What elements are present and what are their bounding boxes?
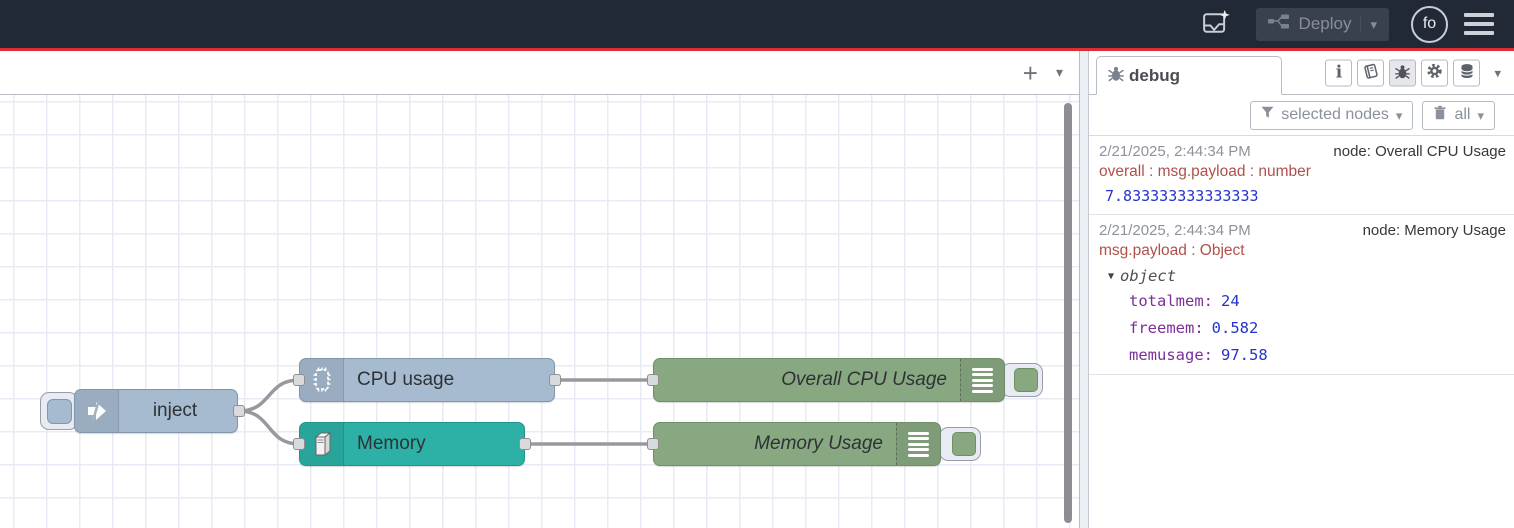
sidebar-tab-context-button[interactable] bbox=[1453, 59, 1481, 86]
node-inject[interactable]: inject bbox=[74, 389, 238, 433]
node-label: Memory Usage bbox=[754, 433, 883, 454]
inject-arrow-icon bbox=[75, 390, 119, 432]
node-memory[interactable]: Memory bbox=[299, 422, 525, 466]
deploy-divider bbox=[1360, 15, 1362, 33]
header-accent-line bbox=[0, 48, 1514, 51]
debug-message[interactable]: 2/21/2025, 2:44:34 PM node: Overall CPU … bbox=[1089, 136, 1514, 215]
cpu-chip-icon bbox=[300, 359, 344, 401]
sidebar-tab-config-button[interactable] bbox=[1421, 59, 1449, 86]
debug-message-list: 2/21/2025, 2:44:34 PM node: Overall CPU … bbox=[1089, 136, 1514, 528]
entry-key: memusage: bbox=[1129, 345, 1213, 364]
message-timestamp: 2/21/2025, 2:44:34 PM bbox=[1099, 222, 1251, 239]
debug-toolbar: selected nodes ▾ all ▾ bbox=[1089, 95, 1514, 136]
tree-caret-icon: ▼ bbox=[1108, 270, 1115, 282]
wire-inject-to-cpu[interactable] bbox=[237, 378, 301, 413]
debug-list-icon bbox=[960, 359, 1004, 401]
database-icon bbox=[1459, 63, 1475, 83]
add-flow-button[interactable]: + bbox=[1022, 57, 1038, 88]
object-entry: totalmem: 24 bbox=[1099, 287, 1508, 314]
info-icon: i bbox=[1335, 62, 1343, 83]
inject-run-button[interactable] bbox=[40, 392, 78, 430]
sidebar-tabs-chevron-down-icon[interactable]: ▾ bbox=[1494, 65, 1501, 80]
wires-layer bbox=[237, 378, 655, 446]
deploy-button[interactable]: Deploy ▾ bbox=[1255, 7, 1389, 41]
deploy-chevron-down-icon[interactable]: ▾ bbox=[1370, 16, 1377, 32]
message-timestamp: 2/21/2025, 2:44:34 PM bbox=[1099, 143, 1251, 160]
debug-toggle-face bbox=[1014, 368, 1038, 392]
sidebar-splitter[interactable] bbox=[1080, 51, 1089, 528]
main-area: + ▾ inject bbox=[0, 51, 1514, 528]
memory-tower-icon bbox=[300, 423, 344, 465]
chevron-down-icon: ▾ bbox=[1477, 107, 1484, 123]
main-menu-icon[interactable] bbox=[1462, 9, 1496, 39]
entry-value: 97.58 bbox=[1221, 345, 1268, 364]
deploy-label: Deploy bbox=[1298, 14, 1352, 33]
cpu-input-port[interactable] bbox=[293, 374, 305, 386]
inject-run-button-face bbox=[46, 398, 72, 424]
message-node-name: node: Memory Usage bbox=[1362, 222, 1506, 239]
book-icon bbox=[1362, 63, 1379, 82]
debug-enable-toggle[interactable] bbox=[1001, 363, 1043, 397]
node-label: Overall CPU Usage bbox=[781, 369, 947, 390]
filter-icon bbox=[1261, 106, 1274, 124]
node-debug-memory-usage[interactable]: Memory Usage bbox=[653, 422, 941, 466]
node-cpu-usage[interactable]: CPU usage bbox=[299, 358, 555, 402]
gear-icon bbox=[1426, 63, 1443, 83]
sidebar-tab-help-button[interactable] bbox=[1357, 59, 1385, 86]
inject-output-port[interactable] bbox=[233, 405, 245, 417]
node-debug-overall-cpu[interactable]: Overall CPU Usage bbox=[653, 358, 1005, 402]
tab-debug-label: debug bbox=[1129, 65, 1180, 85]
sidebar-tab-info-button[interactable]: i bbox=[1325, 59, 1353, 86]
memory-input-port[interactable] bbox=[293, 438, 305, 450]
user-avatar[interactable]: fo bbox=[1411, 5, 1448, 43]
sidebar-tabbar: debug i bbox=[1089, 51, 1514, 95]
flow-visualizer-button[interactable] bbox=[1198, 6, 1234, 42]
object-entry: freemem: 0.582 bbox=[1099, 314, 1508, 341]
object-expander[interactable]: ▼ object bbox=[1099, 261, 1508, 287]
entry-key: totalmem: bbox=[1129, 291, 1213, 310]
entry-value: 0.582 bbox=[1211, 318, 1259, 337]
wire-inject-to-memory[interactable] bbox=[237, 409, 301, 446]
node-label: Memory bbox=[357, 433, 426, 454]
debug-clear-label: all bbox=[1454, 106, 1471, 123]
debug-toggle-face bbox=[952, 432, 976, 456]
node-label: CPU usage bbox=[357, 369, 455, 390]
chevron-down-icon: ▾ bbox=[1395, 107, 1403, 123]
debug-filter-label: selected nodes bbox=[1281, 106, 1389, 123]
sparkle-image-icon bbox=[1201, 8, 1231, 41]
bug-icon bbox=[1108, 65, 1124, 87]
deploy-icon bbox=[1267, 14, 1290, 34]
entry-key: freemem: bbox=[1129, 318, 1204, 337]
message-property-path: overall : msg.payload : number bbox=[1099, 163, 1311, 180]
debug-enable-toggle[interactable] bbox=[939, 427, 981, 461]
bug-icon bbox=[1395, 63, 1411, 82]
message-node-name: node: Overall CPU Usage bbox=[1333, 143, 1506, 160]
debug-memory-input-port[interactable] bbox=[647, 438, 659, 450]
flow-editor: + ▾ inject bbox=[0, 51, 1080, 528]
header: Deploy ▾ fo bbox=[0, 0, 1514, 48]
flow-canvas[interactable]: inject CPU usage bbox=[0, 95, 1079, 528]
object-entry: memusage: 97.58 bbox=[1099, 341, 1508, 368]
trash-icon bbox=[1433, 105, 1447, 125]
object-root-label: object bbox=[1120, 267, 1177, 285]
node-label: inject bbox=[152, 400, 198, 421]
debug-overall-input-port[interactable] bbox=[647, 374, 659, 386]
debug-list-icon bbox=[896, 423, 940, 465]
canvas-vertical-scrollbar[interactable] bbox=[1064, 103, 1072, 523]
debug-message[interactable]: 2/21/2025, 2:44:34 PM node: Memory Usage… bbox=[1089, 215, 1514, 375]
flow-tabbar: + ▾ bbox=[0, 51, 1079, 95]
memory-output-port[interactable] bbox=[519, 438, 531, 450]
cpu-output-port[interactable] bbox=[549, 374, 561, 386]
sidebar-tab-debug-button[interactable] bbox=[1389, 59, 1417, 86]
debug-filter-button[interactable]: selected nodes ▾ bbox=[1250, 100, 1414, 130]
tab-debug[interactable]: debug bbox=[1096, 56, 1282, 95]
debug-clear-button[interactable]: all ▾ bbox=[1422, 100, 1495, 130]
sidebar: debug i bbox=[1089, 51, 1514, 528]
avatar-initials: fo bbox=[1422, 15, 1437, 32]
flow-list-chevron-down-icon[interactable]: ▾ bbox=[1055, 64, 1063, 80]
entry-value: 24 bbox=[1221, 291, 1240, 310]
message-property-path: msg.payload : Object bbox=[1099, 242, 1245, 259]
message-value: 7.833333333333333 bbox=[1105, 187, 1259, 205]
